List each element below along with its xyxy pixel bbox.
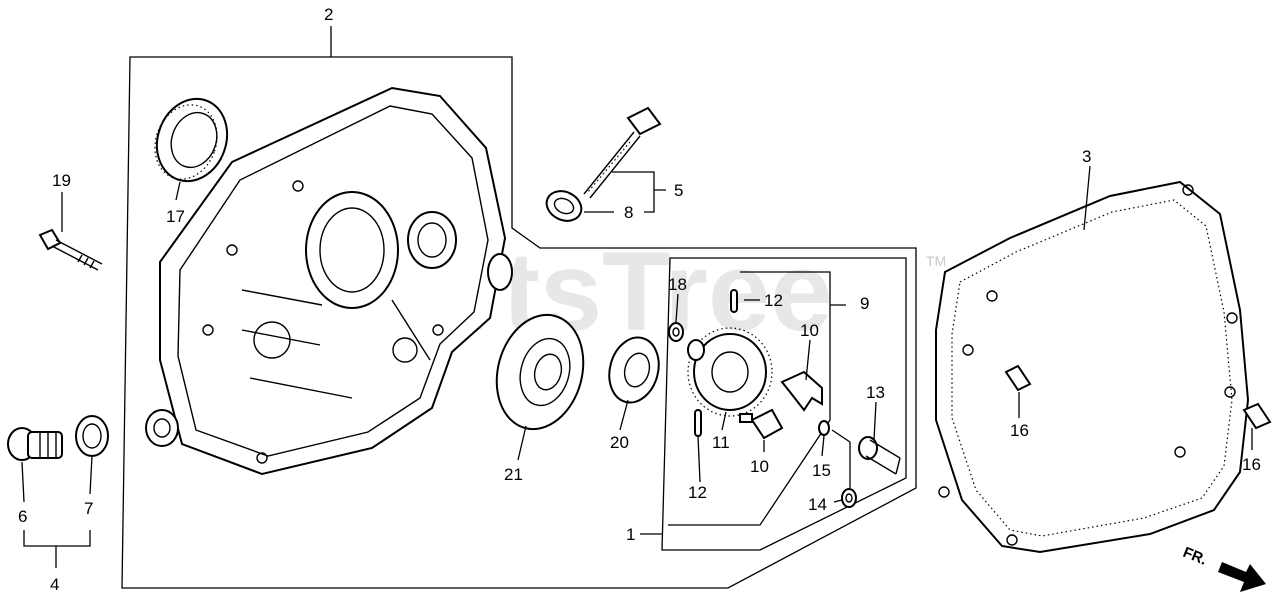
- oil-dipstick-5[interactable]: [583, 106, 662, 199]
- front-direction-indicator: FR.: [1181, 544, 1266, 592]
- leader-5-8: [584, 171, 666, 213]
- callout-18: 18: [668, 275, 687, 294]
- callout-6: 6: [18, 507, 27, 526]
- leader-lines: [21, 26, 1253, 568]
- callout-21: 21: [504, 465, 523, 484]
- callout-20: 20: [610, 433, 629, 452]
- governor-weight-10-lower[interactable]: [739, 408, 784, 440]
- watermark-trademark: TM: [926, 253, 946, 269]
- callout-11: 11: [712, 433, 730, 452]
- gasket-3[interactable]: [935, 180, 1250, 554]
- governor-gear-11[interactable]: [687, 327, 773, 417]
- o-ring-8[interactable]: [542, 186, 586, 227]
- front-arrow-icon: [1218, 562, 1266, 592]
- assembly-frame-1: [661, 257, 907, 551]
- drain-plug-6[interactable]: [7, 427, 63, 461]
- callout-labels: 2 3 19 17 5 8 18 12 9 10 13 16 16 21 20 …: [18, 5, 1261, 594]
- callout-14: 14: [808, 495, 827, 514]
- callout-10-upper: 10: [800, 321, 819, 340]
- callout-12-upper: 12: [764, 291, 783, 310]
- callout-2: 2: [324, 5, 333, 24]
- washer-14[interactable]: [841, 488, 857, 508]
- callout-16-inner: 16: [1010, 421, 1029, 440]
- callout-8: 8: [624, 203, 633, 222]
- callout-3: 3: [1082, 147, 1091, 166]
- dowel-pin-16-inner[interactable]: [1004, 364, 1032, 392]
- callout-10-lower: 10: [750, 457, 769, 476]
- callout-15: 15: [812, 461, 831, 480]
- governor-clip-10-upper[interactable]: [780, 370, 823, 412]
- governor-shaft-13[interactable]: [858, 436, 901, 475]
- callout-9: 9: [860, 294, 869, 313]
- assembly-frame-9: [668, 271, 846, 526]
- callout-17: 17: [166, 207, 185, 226]
- callout-5: 5: [674, 181, 683, 200]
- crankcase-cover[interactable]: [145, 86, 513, 476]
- callout-1: 1: [626, 525, 635, 544]
- bolt-19[interactable]: [38, 228, 103, 271]
- callout-12-lower: 12: [688, 483, 707, 502]
- pin-12-lower[interactable]: [694, 409, 702, 437]
- washer-15[interactable]: [818, 420, 830, 436]
- direction-label: FR.: [1181, 544, 1210, 569]
- callout-4: 4: [50, 575, 59, 594]
- callout-13: 13: [866, 383, 885, 402]
- washer-18[interactable]: [668, 322, 684, 342]
- ball-bearing-20[interactable]: [602, 332, 665, 408]
- pin-12-upper[interactable]: [730, 289, 738, 313]
- callout-19: 19: [52, 171, 71, 190]
- callout-7: 7: [84, 499, 93, 518]
- washer-7[interactable]: [75, 415, 109, 457]
- callout-16-outer: 16: [1242, 455, 1261, 474]
- dowel-pin-16-outer[interactable]: [1242, 402, 1272, 430]
- assembly-frame-2: [121, 56, 917, 589]
- oil-seal-17[interactable]: [145, 89, 239, 191]
